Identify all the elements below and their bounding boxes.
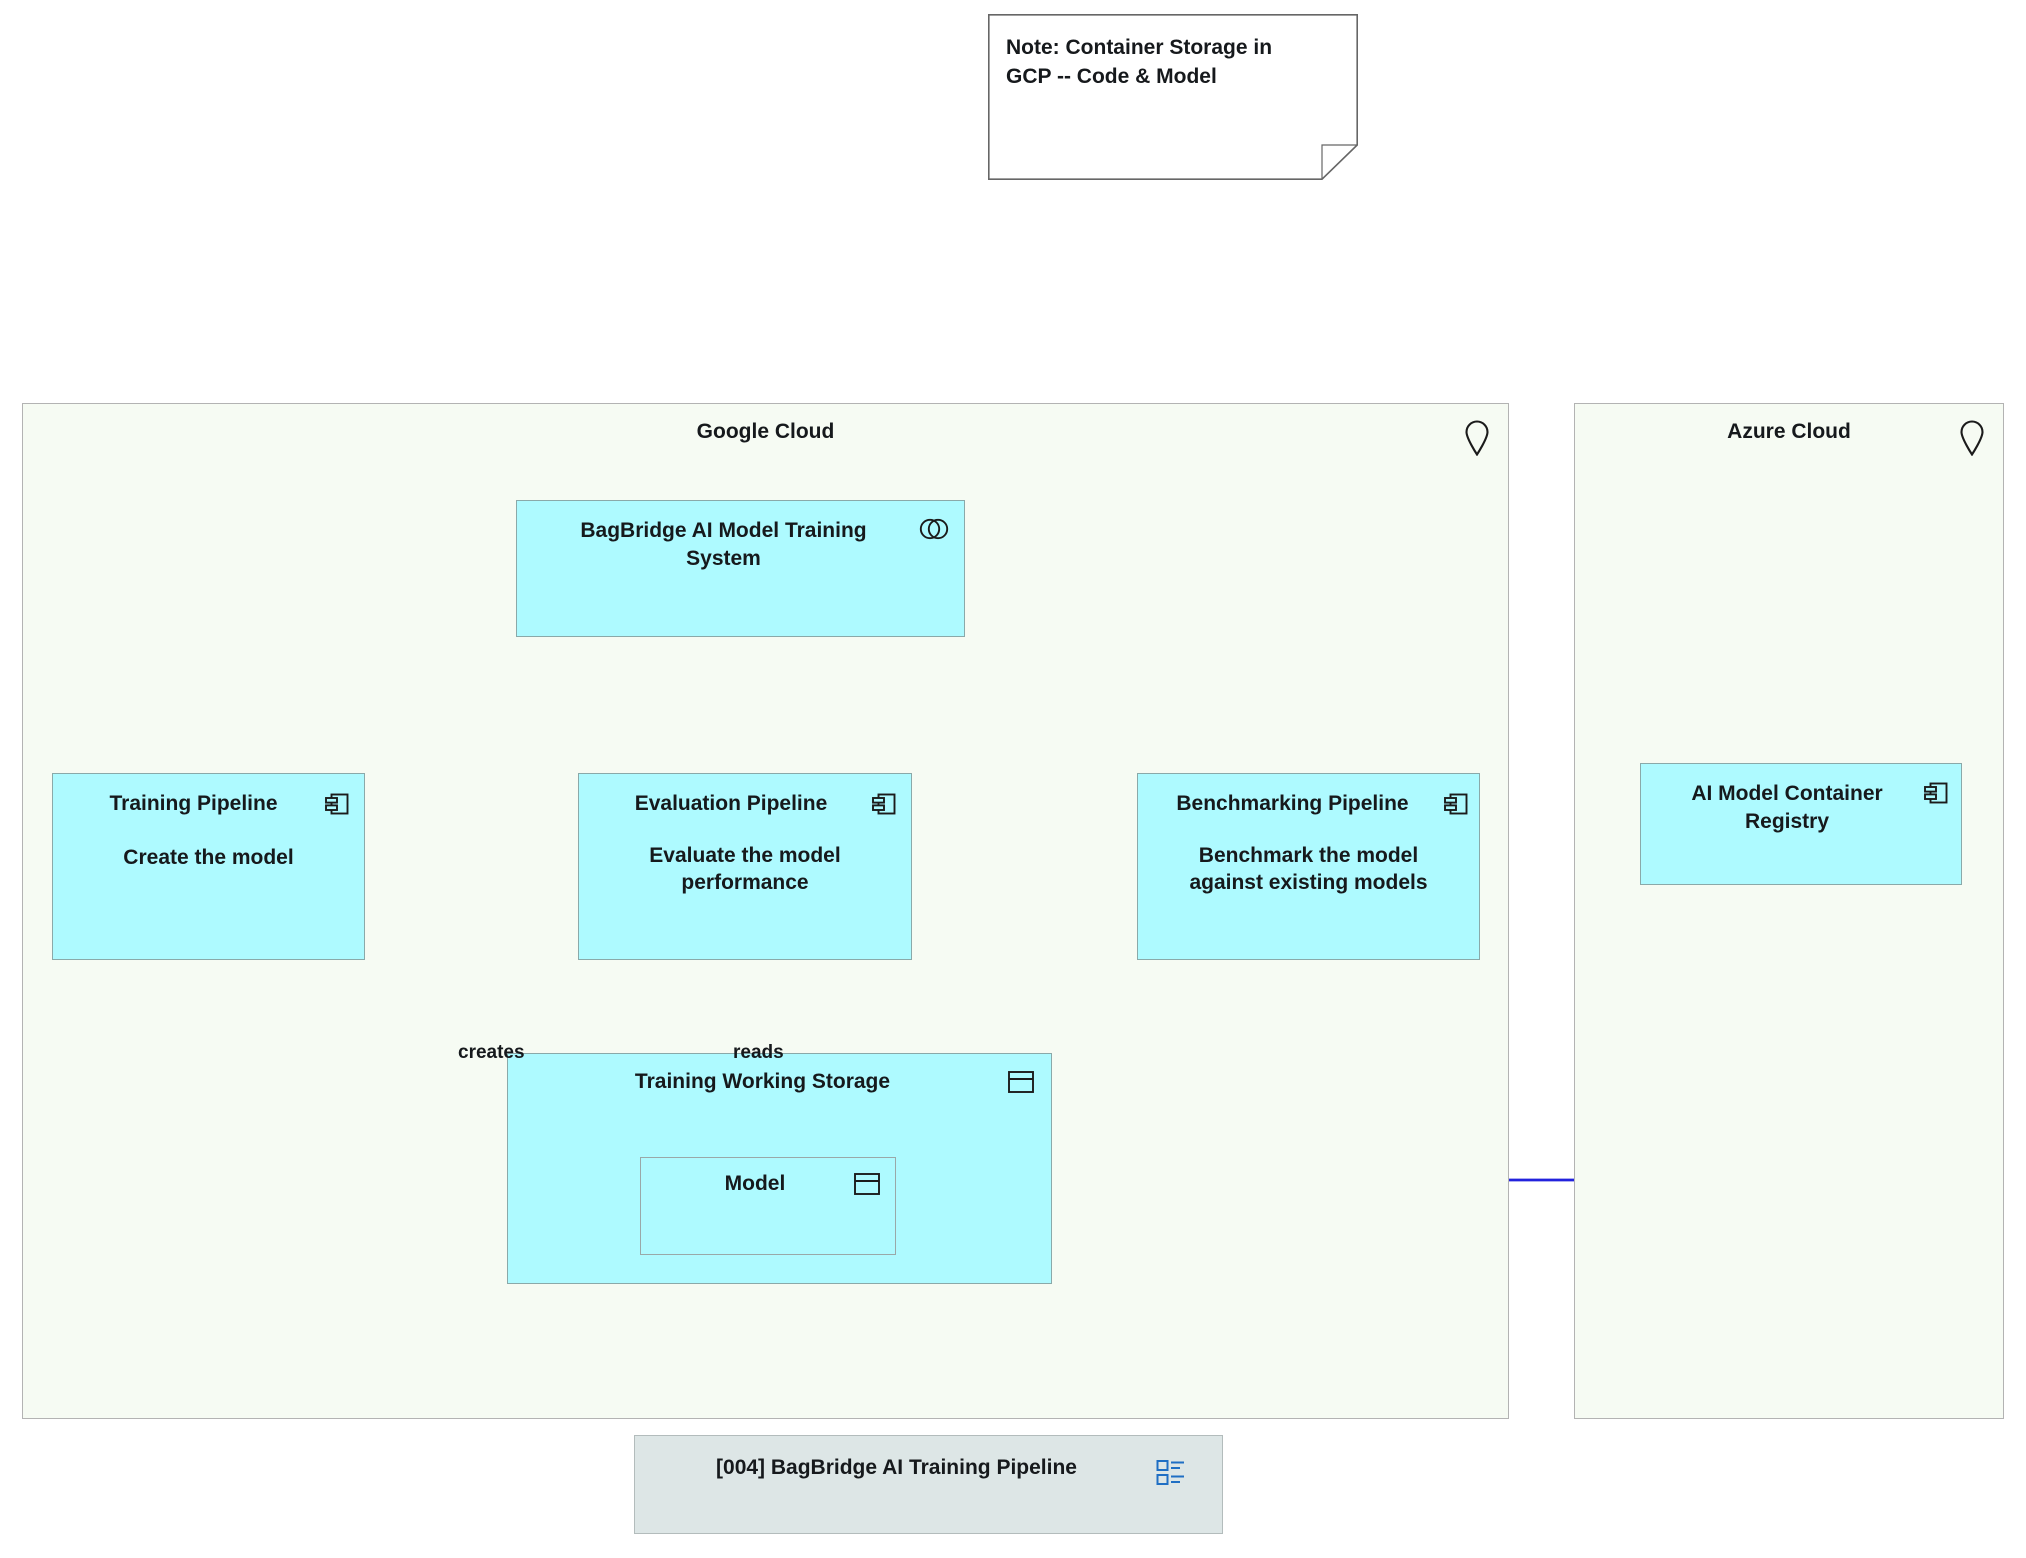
edge-label-creates: creates xyxy=(458,1042,525,1063)
node-training-working-storage-title: Training Working Storage xyxy=(634,1070,891,1093)
component-icon xyxy=(324,791,350,817)
node-benchmarking-pipeline-title: Benchmarking Pipeline xyxy=(1176,792,1409,815)
node-training-pipeline-title: Training Pipeline xyxy=(109,792,278,815)
diagram-caption-bar[interactable]: [004] BagBridge AI Training Pipeline xyxy=(634,1435,1223,1534)
node-model-title: Model xyxy=(724,1172,786,1195)
note-shape xyxy=(988,14,1358,180)
note-box: Note: Container Storage in GCP -- Code &… xyxy=(988,14,1358,180)
location-pin-icon xyxy=(1464,420,1490,457)
node-benchmarking-pipeline[interactable]: Benchmarking Pipeline Benchmark the mode… xyxy=(1137,773,1480,960)
node-evaluation-pipeline[interactable]: Evaluation Pipeline Evaluate the model p… xyxy=(578,773,912,960)
node-evaluation-pipeline-desc: Evaluate the model performance xyxy=(649,843,841,895)
boundary-azure-cloud[interactable]: Azure Cloud xyxy=(1574,403,2004,1419)
node-training-system-title: BagBridge AI Model Training System xyxy=(580,519,867,570)
boundary-google-cloud-label: Google Cloud xyxy=(696,420,835,443)
node-training-pipeline[interactable]: Training Pipeline Create the model xyxy=(52,773,365,960)
node-storage-icon xyxy=(1007,1070,1035,1094)
note-text: Note: Container Storage in GCP -- Code &… xyxy=(1006,36,1273,88)
edge-label-reads: reads xyxy=(733,1042,784,1063)
node-training-system[interactable]: BagBridge AI Model Training System xyxy=(516,500,965,637)
diagram-caption-text: [004] BagBridge AI Training Pipeline xyxy=(716,1456,1077,1479)
boundary-azure-cloud-label: Azure Cloud xyxy=(1727,420,1851,443)
node-training-pipeline-desc: Create the model xyxy=(123,845,294,869)
node-ai-model-container-registry-title: AI Model Container Registry xyxy=(1691,782,1883,833)
node-model[interactable]: Model xyxy=(640,1157,896,1255)
component-icon xyxy=(871,791,897,817)
component-icon xyxy=(1923,780,1949,806)
node-storage-icon xyxy=(853,1172,881,1196)
system-boundary-icon xyxy=(918,517,950,541)
node-benchmarking-pipeline-desc: Benchmark the model against existing mod… xyxy=(1189,843,1428,895)
node-ai-model-container-registry[interactable]: AI Model Container Registry xyxy=(1640,763,1962,885)
diagram-list-icon xyxy=(1156,1458,1186,1488)
component-icon xyxy=(1443,791,1469,817)
location-pin-icon xyxy=(1959,420,1985,457)
node-evaluation-pipeline-title: Evaluation Pipeline xyxy=(634,792,828,815)
